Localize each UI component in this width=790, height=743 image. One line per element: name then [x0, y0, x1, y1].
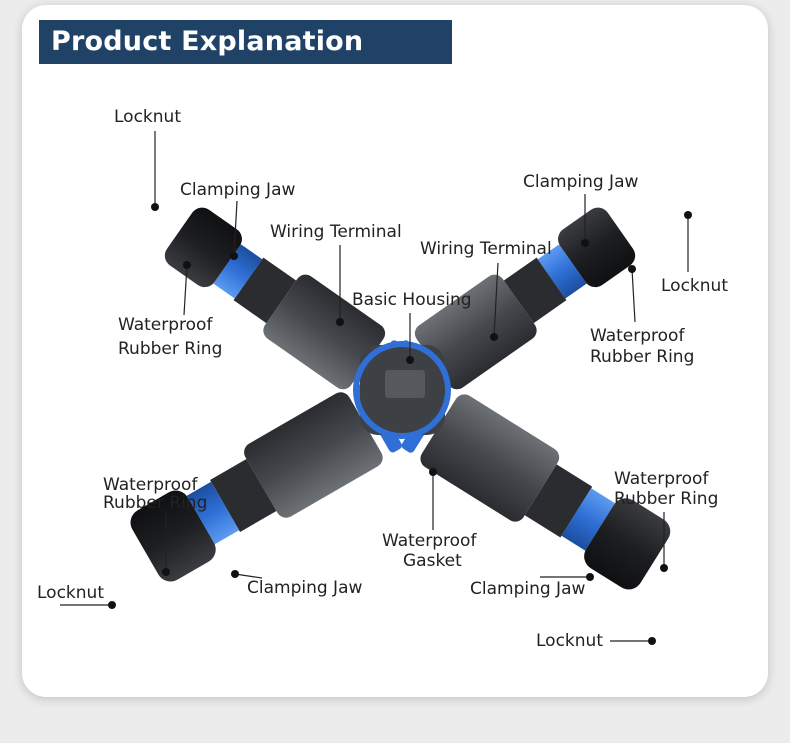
- label-wiring-terminal-left: Wiring Terminal: [270, 222, 402, 242]
- clamping-jaw-shape: [524, 464, 593, 538]
- arm-bottom-right: [401, 383, 671, 590]
- rubber-ring-shape: [213, 244, 263, 299]
- label-basic-housing: Basic Housing: [352, 290, 472, 310]
- arm-body: [420, 394, 560, 522]
- label-waterproof-rubber-ring-bottom-left-1: Waterproof: [103, 475, 198, 495]
- label-wiring-terminal-right: Wiring Terminal: [420, 239, 552, 259]
- rubber-ring-shape: [561, 488, 615, 551]
- diagram-card: Product Explanation Diagram: [22, 5, 768, 697]
- arm-body: [244, 392, 383, 518]
- clamping-jaw-shape: [210, 459, 277, 532]
- label-clamping-jaw-top-right: Clamping Jaw: [523, 172, 638, 192]
- rubber-ring-shape: [537, 244, 587, 299]
- locknut-shape: [130, 490, 216, 582]
- locknut-shape: [558, 207, 636, 288]
- clamping-jaw-shape: [233, 257, 297, 324]
- label-waterproof-gasket-2: Gasket: [403, 551, 462, 571]
- label-locknut-bottom-left: Locknut: [37, 583, 104, 603]
- arm-body: [263, 274, 386, 390]
- label-waterproof-rubber-ring-bottom-right-2: Rubber Ring: [614, 489, 718, 509]
- label-locknut-bottom-right: Locknut: [536, 631, 603, 651]
- arm-body: [414, 274, 537, 390]
- label-clamping-jaw-top-left: Clamping Jaw: [180, 180, 295, 200]
- diagram-title: Product Explanation Diagram: [39, 20, 452, 101]
- rubber-ring-shape: [186, 481, 240, 545]
- label-clamping-jaw-bottom-right: Clamping Jaw: [470, 579, 585, 599]
- basic-housing-shape: [353, 341, 451, 439]
- label-clamping-jaw-bottom-left: Clamping Jaw: [247, 578, 362, 598]
- label-waterproof-gasket-1: Waterproof: [382, 531, 477, 551]
- label-waterproof-rubber-ring-top-right-1: Waterproof: [590, 326, 685, 346]
- label-waterproof-rubber-ring-top-right-2: Rubber Ring: [590, 347, 694, 367]
- label-waterproof-rubber-ring-top-left-1: Waterproof: [118, 315, 213, 335]
- leader-lines: [60, 131, 692, 645]
- clamping-jaw-shape: [503, 257, 567, 324]
- label-waterproof-rubber-ring-bottom-right-1: Waterproof: [614, 469, 709, 489]
- label-waterproof-rubber-ring-top-left-2: Rubber Ring: [118, 339, 222, 359]
- label-locknut-top-left: Locknut: [114, 107, 181, 127]
- label-locknut-top-right: Locknut: [661, 276, 728, 296]
- label-waterproof-rubber-ring-bottom-left-2: Rubber Ring: [103, 493, 207, 513]
- locknut-shape: [584, 498, 671, 590]
